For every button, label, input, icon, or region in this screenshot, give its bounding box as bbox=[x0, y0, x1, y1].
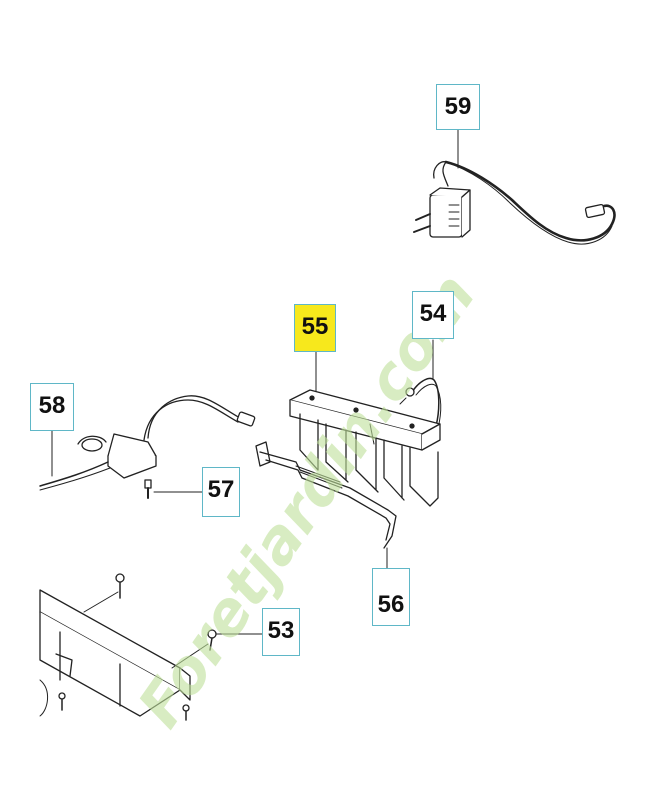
callout-55[interactable]: 55 bbox=[294, 304, 336, 352]
frame-rail-part-53 bbox=[39, 573, 263, 721]
bracket-part-56 bbox=[255, 441, 397, 569]
power-adapter-part-59 bbox=[413, 129, 616, 245]
callout-53[interactable]: 53 bbox=[262, 608, 300, 656]
sensor-part-58 bbox=[39, 395, 256, 491]
control-module-part-55 bbox=[289, 351, 441, 507]
callout-58[interactable]: 58 bbox=[30, 383, 74, 431]
screw-part-57 bbox=[144, 479, 203, 499]
callout-59[interactable]: 59 bbox=[436, 84, 480, 130]
callout-57[interactable]: 57 bbox=[202, 467, 240, 517]
callout-54[interactable]: 54 bbox=[412, 291, 454, 339]
callout-56[interactable]: 56 bbox=[372, 568, 410, 626]
